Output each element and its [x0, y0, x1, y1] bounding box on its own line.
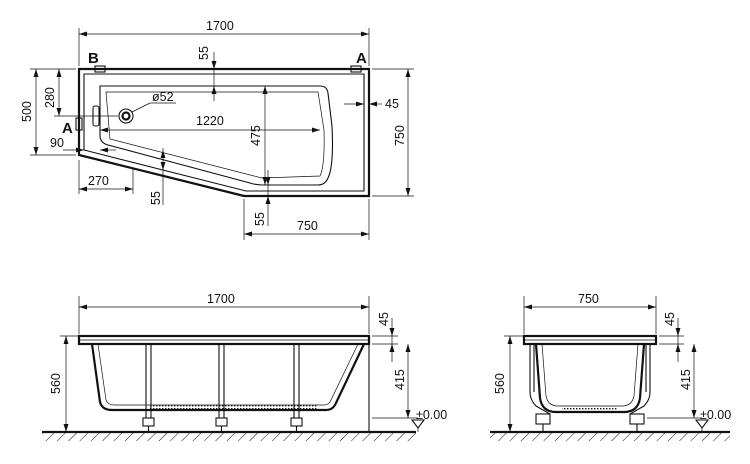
label-a-left: A — [62, 120, 73, 137]
side-frame-right — [629, 344, 651, 415]
dim-560-front: 560 — [49, 373, 63, 394]
side-view: 750 560 45 415 ±0.00 — [490, 292, 731, 441]
front-leg-1 — [142, 344, 155, 432]
marker-a-fitting — [350, 65, 362, 73]
dim-90: 90 — [50, 136, 64, 150]
dim-55-bottom-right: 55 — [253, 212, 267, 226]
dim-750-side: 750 — [578, 292, 599, 306]
side-foot-right — [629, 413, 645, 432]
plan-view: B A A 1700 55 500 280 ø52 — [20, 19, 414, 240]
plan-rim-inner-line — [83, 73, 365, 192]
front-view: 1700 560 45 415 ±0.00 — [42, 292, 447, 441]
dim-475: 475 — [249, 125, 263, 146]
dim-750-bottom: 750 — [297, 219, 318, 233]
side-frame-left — [529, 344, 551, 415]
dim-560-side: 560 — [493, 373, 507, 394]
plan-basin-highlight — [105, 91, 325, 179]
plan-inner-basin — [99, 85, 334, 186]
dim-750-right: 750 — [393, 125, 407, 146]
front-level-triangle — [410, 419, 426, 429]
dim-1700-front: 1700 — [207, 292, 235, 306]
side-level-label: ±0.00 — [700, 408, 731, 422]
front-leg-3 — [290, 344, 303, 432]
marker-a-left-fitting — [75, 117, 83, 131]
front-floor-hatch — [42, 432, 416, 441]
dim-415-front: 415 — [393, 369, 407, 390]
dim-415-side: 415 — [679, 369, 693, 390]
side-floor-hatch — [490, 432, 730, 441]
drain-inner-circle — [121, 111, 131, 121]
dim-1700-plan: 1700 — [206, 19, 234, 33]
dim-55-bottom-left: 55 — [149, 191, 163, 205]
front-bottom-grip — [150, 405, 318, 409]
dim-500: 500 — [20, 101, 34, 122]
dim-55-top: 55 — [197, 46, 211, 60]
front-level-label: ±0.00 — [416, 408, 447, 422]
plan-outer-outline — [77, 67, 371, 198]
dim-drain-diameter: ø52 — [152, 90, 174, 104]
drain-circle — [118, 108, 134, 124]
front-leg-2 — [215, 344, 228, 432]
label-b: B — [88, 50, 99, 67]
dim-270: 270 — [88, 174, 109, 188]
side-bottom-grip — [562, 406, 618, 410]
marker-b-fitting — [94, 65, 106, 73]
dim-45-plan: 45 — [385, 97, 399, 111]
front-tub-body — [90, 343, 365, 412]
side-level-triangle — [694, 419, 710, 429]
dim-280: 280 — [43, 87, 57, 108]
label-a-top: A — [356, 50, 367, 67]
dim-1220: 1220 — [196, 114, 224, 128]
dim-45-front: 45 — [377, 312, 391, 326]
dim-45-side: 45 — [663, 312, 677, 326]
side-foot-left — [535, 413, 551, 432]
side-tub-body — [534, 343, 646, 414]
